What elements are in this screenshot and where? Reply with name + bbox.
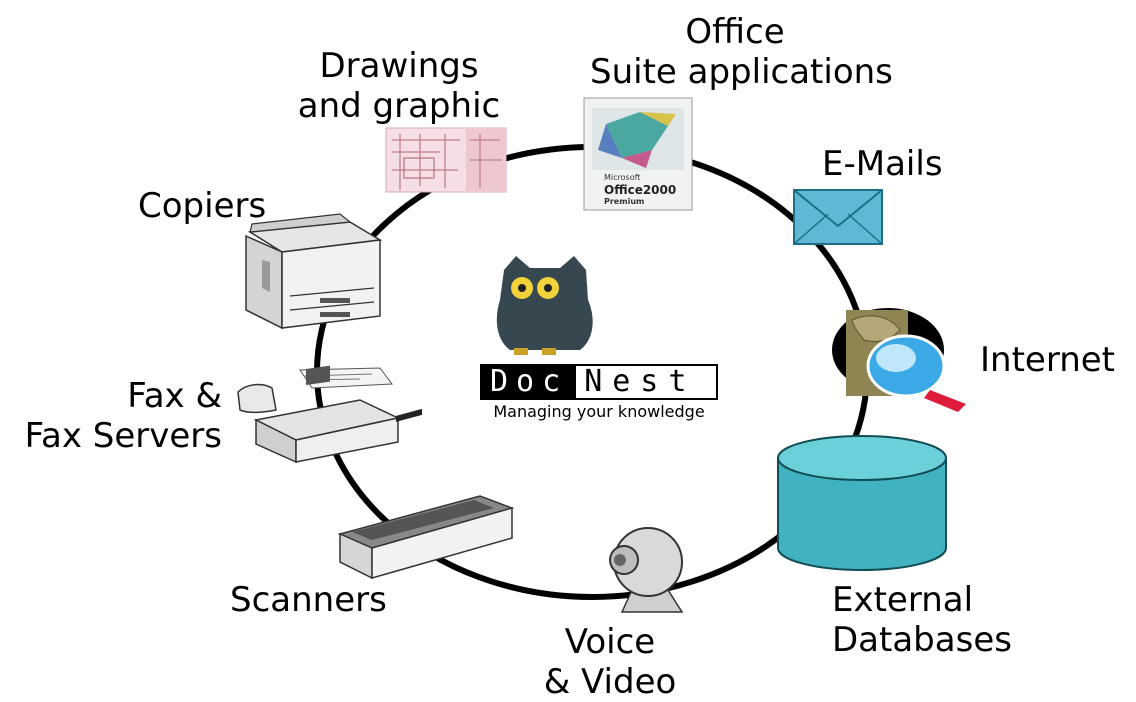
label-voice-video-line2: & Video [543, 662, 677, 702]
label-office-line2: Suite applications [590, 52, 893, 92]
brand-tagline: Managing your knowledge [493, 402, 705, 421]
label-internet: Internet [980, 340, 1115, 380]
office-box-image: Microsoft Office2000 Premium [583, 97, 693, 211]
docnest-wordmark: Doc Nest [480, 364, 718, 400]
brand-part-nest: Nest [584, 364, 697, 399]
fax-icon [237, 365, 401, 464]
office-box-brand: Microsoft [604, 173, 640, 182]
internet-globe-icon [832, 308, 966, 412]
label-fax: Fax & Fax Servers [8, 376, 222, 456]
label-emails: E-Mails [822, 144, 943, 184]
label-emails-line1: E-Mails [822, 144, 943, 184]
label-external-db: External Databases [832, 580, 1012, 660]
label-external-db-line2: Databases [832, 620, 1012, 660]
label-copiers: Copiers [138, 186, 266, 226]
label-voice-video-line1: Voice [564, 622, 656, 662]
office-box-product: Office2000 [604, 183, 676, 197]
label-office: Office Suite applications [590, 12, 893, 92]
label-drawings-line2: and graphic [297, 86, 501, 126]
label-fax-line2: Fax Servers [24, 416, 222, 456]
webcam-icon [609, 527, 684, 613]
label-scanners: Scanners [230, 580, 387, 620]
copier-icon [245, 213, 383, 330]
label-external-db-line1: External [832, 580, 974, 620]
label-voice-video: Voice & Video [520, 622, 700, 702]
scanner-icon [337, 408, 515, 580]
label-drawings-line1: Drawings [319, 46, 479, 86]
label-scanners-line1: Scanners [230, 580, 387, 620]
drawings-image [385, 127, 507, 193]
envelope-icon [793, 189, 883, 245]
label-copiers-line1: Copiers [138, 186, 267, 226]
label-internet-line1: Internet [980, 340, 1116, 380]
owl-logo-icon [496, 256, 593, 355]
database-cylinder-icon [777, 435, 947, 571]
label-drawings: Drawings and graphic [286, 46, 512, 126]
label-fax-line1: Fax & [127, 376, 222, 416]
label-office-line1: Office [685, 12, 785, 52]
office-box-edition: Premium [604, 197, 644, 206]
brand-part-doc: Doc [482, 366, 577, 398]
